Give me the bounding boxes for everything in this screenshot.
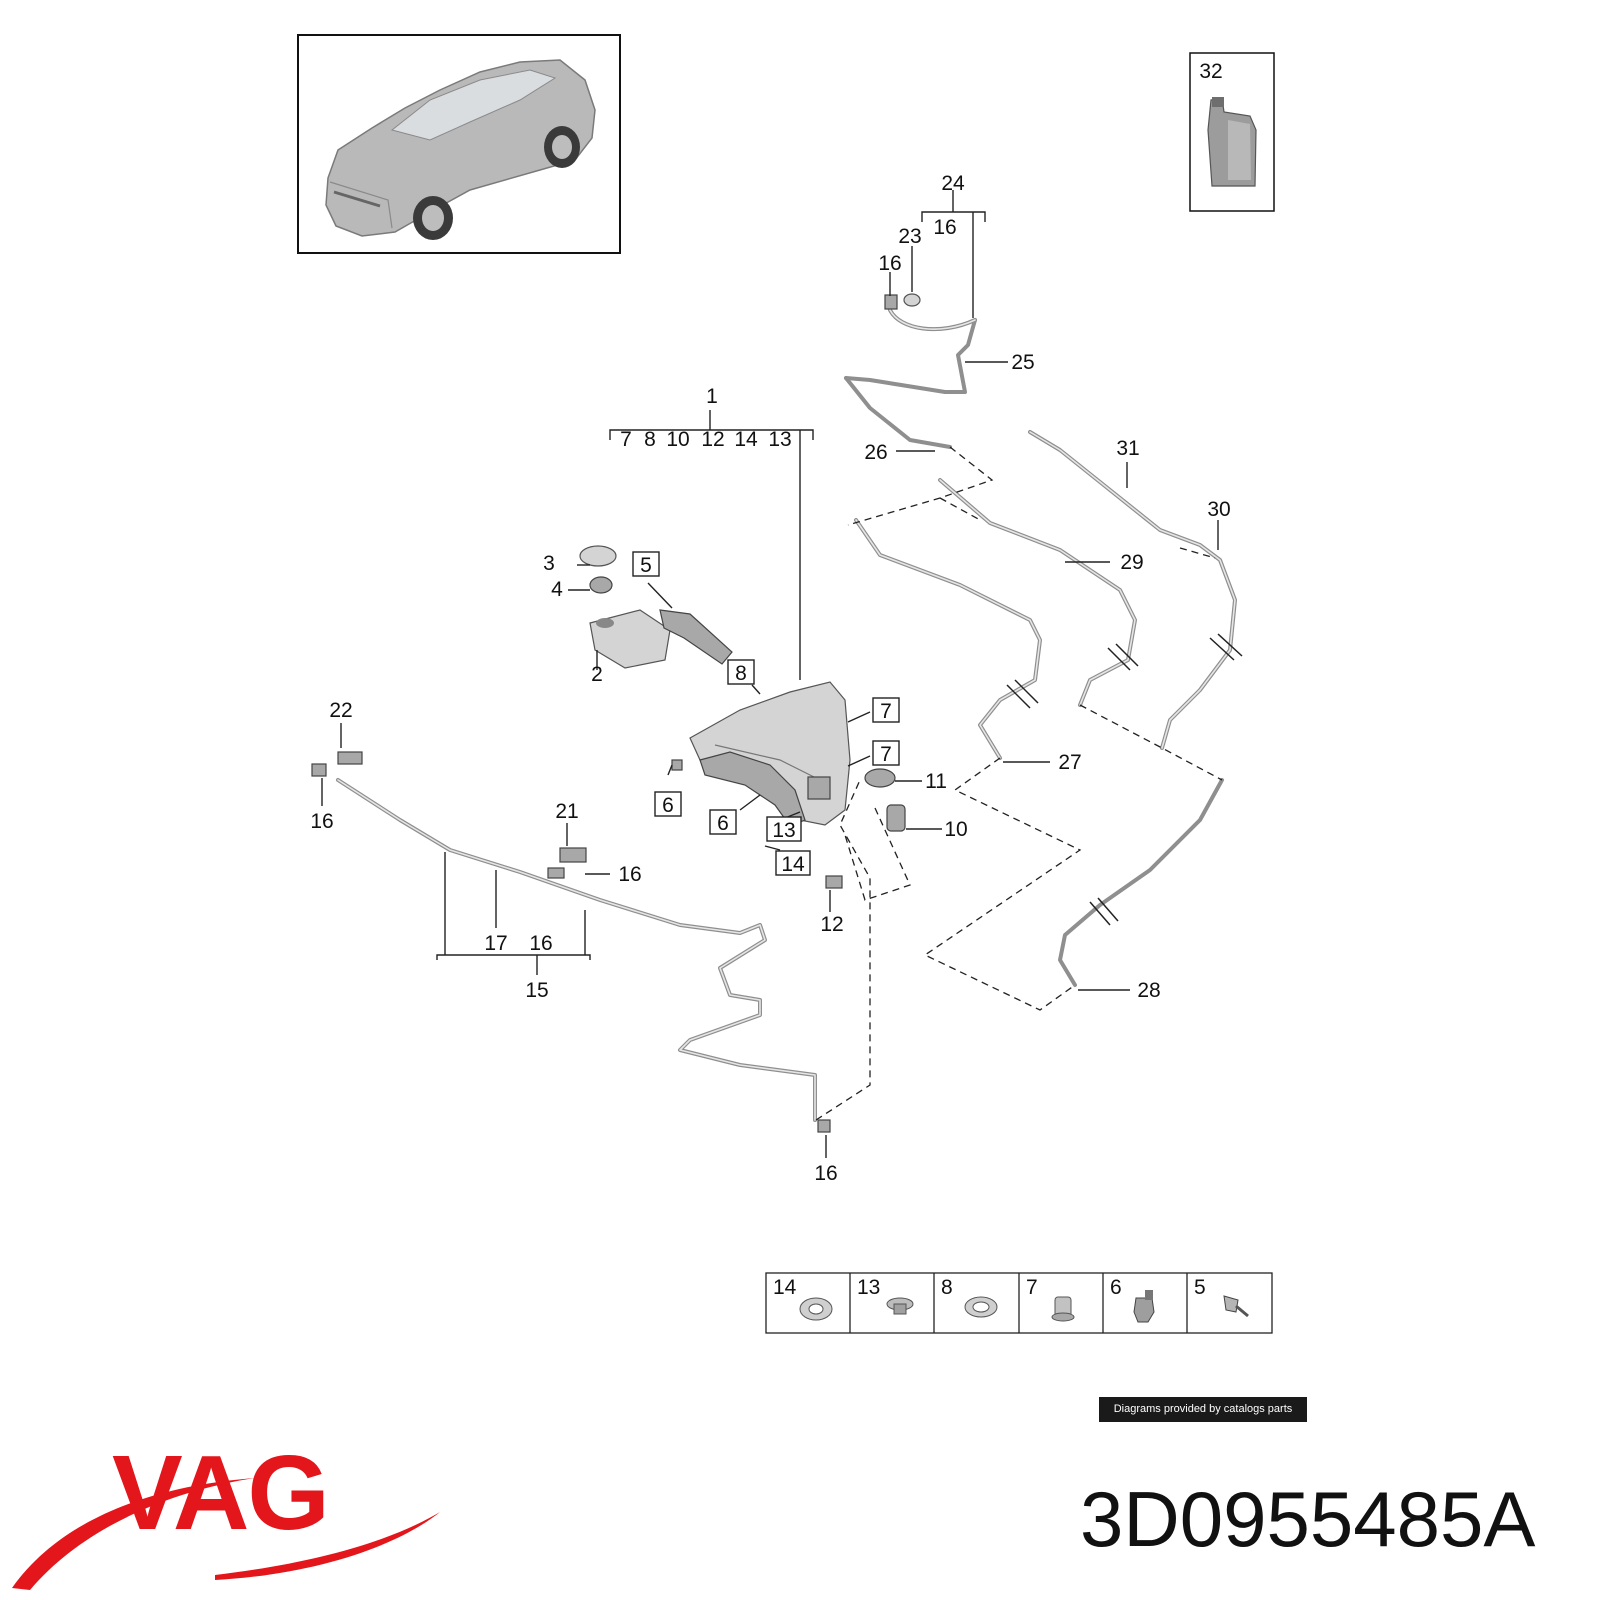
callout-16-left: 16	[310, 810, 333, 833]
callout-12: 12	[820, 913, 843, 936]
group-1-subpart: 7	[620, 428, 632, 451]
callout-25: 25	[1011, 351, 1034, 374]
group-1-subpart: 8	[644, 428, 656, 451]
legend-cell-label: 5	[1194, 1276, 1206, 1299]
callout-6a: 6	[662, 794, 674, 817]
callout-boxes	[632, 551, 900, 876]
callout-31: 31	[1116, 437, 1139, 460]
callout-4: 4	[551, 578, 563, 601]
callout-2: 2	[591, 663, 603, 686]
legend-cell-label: 14	[773, 1276, 797, 1299]
fluid-bottle-32	[1189, 52, 1275, 212]
callout-28: 28	[1137, 979, 1160, 1002]
callout-21: 21	[555, 800, 578, 823]
callout-13: 13	[772, 819, 795, 842]
callout-16-group24: 16	[933, 216, 956, 239]
group-1-subpart: 10	[666, 428, 689, 451]
part-number: 3D0955485A	[1080, 1475, 1536, 1563]
callout-7a: 7	[880, 700, 892, 723]
callout-7b: 7	[880, 743, 892, 766]
break-marks	[1006, 633, 1243, 926]
callout-16-top: 16	[878, 252, 901, 275]
callout-6b: 6	[717, 812, 729, 835]
callout-30: 30	[1207, 498, 1230, 521]
brand-logo-text: VAG	[112, 1434, 330, 1552]
callout-16-mid: 16	[618, 863, 641, 886]
legend-cell-label: 6	[1110, 1276, 1122, 1299]
routing-dashes	[815, 446, 1223, 1121]
pump-10	[886, 804, 906, 832]
seal-4	[589, 576, 613, 594]
callout-29: 29	[1120, 551, 1143, 574]
attribution-banner: Diagrams provided by catalogs parts	[1099, 1397, 1307, 1422]
callout-8: 8	[735, 662, 747, 685]
group-1-subpart: 13	[768, 428, 791, 451]
vehicle-thumbnail	[297, 34, 621, 254]
callout-14: 14	[781, 853, 805, 876]
callout-10: 10	[944, 818, 967, 841]
callout-23: 23	[898, 225, 921, 248]
cap-3	[579, 545, 617, 567]
leader-lines	[321, 190, 1219, 1158]
washer-reservoir	[689, 681, 851, 827]
group-1-subpart: 14	[734, 428, 758, 451]
callout-1: 1	[706, 385, 718, 408]
callout-17: 17	[484, 932, 507, 955]
callout-24: 24	[941, 172, 965, 195]
callout-26: 26	[864, 441, 887, 464]
callout-11: 11	[925, 770, 947, 793]
callout-16-bottom: 16	[814, 1162, 837, 1185]
callout-labels: 1 7 8 10 12 14 13 2 3 4 5 8 7 7 6 6 13 1…	[310, 60, 1230, 1185]
fastener-legend: 14 13 8 7 6 5	[765, 1272, 1273, 1334]
filler-neck-2	[589, 609, 733, 669]
group-1-subpart: 12	[701, 428, 724, 451]
tubing-lines	[336, 308, 1237, 1122]
nozzle-parts	[311, 293, 921, 1133]
callout-16-group15: 16	[529, 932, 552, 955]
callout-22: 22	[329, 699, 352, 722]
callout-32: 32	[1199, 60, 1222, 83]
callout-27: 27	[1058, 751, 1081, 774]
grommet-11	[864, 768, 896, 788]
legend-cell-label: 8	[941, 1276, 953, 1299]
legend-cell-label: 13	[857, 1276, 880, 1299]
callout-3: 3	[543, 552, 555, 575]
legend-cell-label: 7	[1026, 1276, 1038, 1299]
callout-5: 5	[640, 554, 652, 577]
callout-15: 15	[525, 979, 548, 1002]
